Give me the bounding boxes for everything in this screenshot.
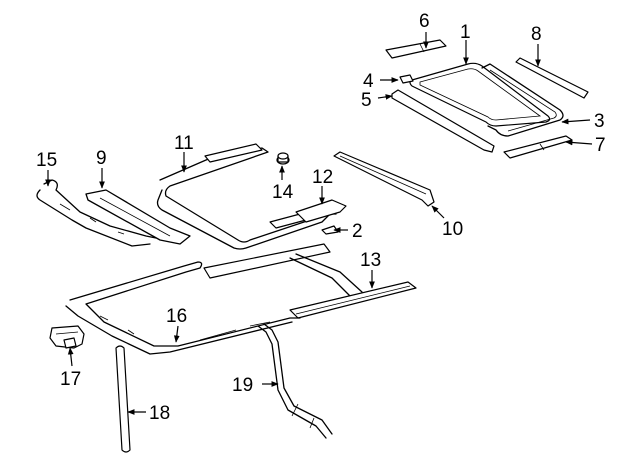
callout-1: 1 [460,22,471,43]
rear-drain-hose-part [257,323,333,439]
callout-2: 2 [352,221,363,242]
callout-17: 17 [60,369,81,390]
stopper-part [276,152,290,165]
callout-12: 12 [312,167,333,188]
callout-13: 13 [360,250,381,271]
callout-15: 15 [36,150,57,171]
weatherstrip-part [481,63,564,137]
left-guide-part [36,179,157,247]
deflector-bracket-part [385,39,447,59]
leader-lines [45,32,593,415]
glass-panel-part [409,62,551,127]
callout-16: 16 [166,306,187,327]
callout-6: 6 [419,11,430,32]
callout-18: 18 [149,403,170,424]
right-guide-part [85,189,191,245]
callout-14: 14 [272,182,294,203]
callout-11: 11 [174,133,194,154]
callout-10: 10 [442,219,463,240]
rear-rail-part [333,151,435,207]
callout-7: 7 [595,135,606,156]
callout-8: 8 [531,24,542,45]
callout-4: 4 [363,71,374,92]
drive-motor-part [49,325,85,349]
sunroof-housing-part [65,261,301,355]
clip-part [399,74,414,84]
callout-3: 3 [594,111,605,132]
callout-labels: 1 2 3 4 5 6 7 8 9 10 11 12 13 14 15 16 1… [36,11,606,424]
guide-bracket-part [295,199,347,223]
sunshade-frame-part [156,143,337,250]
side-trim-part [515,57,589,99]
rear-bracket-part [503,135,573,159]
callout-5: 5 [361,90,372,111]
callout-19: 19 [232,375,253,396]
callout-9: 9 [96,148,107,169]
front-drain-hose-part [115,345,131,453]
frame-rail-part [203,243,417,319]
